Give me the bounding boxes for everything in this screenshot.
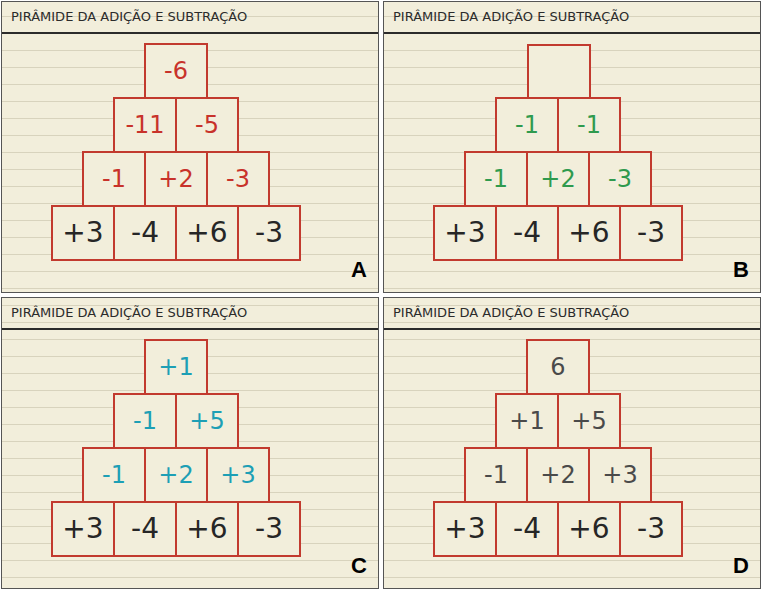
cell-number: +2 xyxy=(158,167,193,191)
panel-letter: D xyxy=(733,553,749,579)
cell-number: +5 xyxy=(571,409,606,433)
pyramid-cell: +6 xyxy=(175,205,239,261)
cell-number: -4 xyxy=(513,219,541,247)
pyramid-cell: +3 xyxy=(206,447,270,503)
pyramid-cell: -11 xyxy=(113,97,177,153)
cell-number: -3 xyxy=(608,167,632,191)
pyramid-cell: +5 xyxy=(557,393,621,449)
pyramid-cell: +2 xyxy=(144,151,208,207)
cell-number: -1 xyxy=(484,463,508,487)
cell-number: +2 xyxy=(158,463,193,487)
cell-number: -1 xyxy=(133,409,157,433)
cell-number: +2 xyxy=(540,167,575,191)
pyramid-cell: -4 xyxy=(113,501,177,557)
pyramid-cell: +6 xyxy=(557,205,621,261)
pyramid-cell: +6 xyxy=(557,501,621,557)
empty-cell xyxy=(528,45,590,99)
cell-number: +6 xyxy=(186,515,227,543)
pyramid-cell: +3 xyxy=(433,205,497,261)
cell-number: -1 xyxy=(515,113,539,137)
cell-number: -3 xyxy=(255,219,283,247)
pyramid-cell: -1 xyxy=(464,447,528,503)
cell-number: +3 xyxy=(220,463,255,487)
panel-title: PIRÂMIDE DA ADIÇÃO E SUBTRAÇÃO xyxy=(11,1,247,32)
pyramid-cell: -1 xyxy=(557,97,621,153)
pyramid-cell: -3 xyxy=(206,151,270,207)
pyramid-cell: -3 xyxy=(588,151,652,207)
cell-number: +1 xyxy=(158,355,193,379)
pyramid-cell: -1 xyxy=(495,97,559,153)
pyramid-cell: -4 xyxy=(495,501,559,557)
pyramid-cell: +3 xyxy=(51,205,115,261)
pyramid-panel: PIRÂMIDE DA ADIÇÃO E SUBTRAÇÃO D 6 +1 +5 -1 +2… xyxy=(383,297,761,589)
cell-number: +3 xyxy=(444,515,485,543)
cell-number: 6 xyxy=(550,355,565,379)
pyramid-cell: -6 xyxy=(144,43,208,99)
panel-letter: A xyxy=(351,257,367,283)
pyramid-cell: +2 xyxy=(526,151,590,207)
pyramid-cell: -3 xyxy=(619,501,683,557)
cell-number: +3 xyxy=(62,219,103,247)
cell-number: +2 xyxy=(540,463,575,487)
pyramid-cell: -3 xyxy=(237,501,301,557)
pyramid-cell: +2 xyxy=(144,447,208,503)
cell-number: -4 xyxy=(131,219,159,247)
cell-number: -1 xyxy=(102,167,126,191)
pyramid-cell: +3 xyxy=(433,501,497,557)
pyramid-cell: -5 xyxy=(175,97,239,153)
cell-number: -3 xyxy=(637,219,665,247)
pyramid-cell: +3 xyxy=(51,501,115,557)
cell-number: +6 xyxy=(568,515,609,543)
cell-number: +3 xyxy=(444,219,485,247)
cell-number: -6 xyxy=(164,59,188,83)
cell-number: +3 xyxy=(602,463,637,487)
title-rules xyxy=(2,33,760,329)
cell-number: +6 xyxy=(568,219,609,247)
pyramid-cell: +6 xyxy=(175,501,239,557)
pyramid-cell: +1 xyxy=(144,339,208,395)
cell-number: -11 xyxy=(125,113,164,137)
panel-letter: B xyxy=(733,257,749,283)
pyramid-cell: -3 xyxy=(237,205,301,261)
pyramid-cell: +5 xyxy=(175,393,239,449)
cell-number: -1 xyxy=(577,113,601,137)
cell-number: -4 xyxy=(131,515,159,543)
pyramid-cell: -4 xyxy=(113,205,177,261)
panel-title: PIRÂMIDE DA ADIÇÃO E SUBTRAÇÃO xyxy=(393,1,629,32)
cell-number: -3 xyxy=(637,515,665,543)
pyramid-cell: +2 xyxy=(526,447,590,503)
pyramid-cell: +3 xyxy=(588,447,652,503)
pyramid-cell: +1 xyxy=(495,393,559,449)
pyramid-cell: -4 xyxy=(495,205,559,261)
cell-number: -1 xyxy=(102,463,126,487)
pyramid-cell: -1 xyxy=(82,447,146,503)
cell-number: -5 xyxy=(195,113,219,137)
cell-number: +5 xyxy=(189,409,224,433)
pyramid-panel: PIRÂMIDE DA ADIÇÃO E SUBTRAÇÃO C +1 -1 +5 -1 +… xyxy=(1,297,379,589)
panel-letter: C xyxy=(351,553,367,579)
cell-number: -1 xyxy=(484,167,508,191)
cell-number: +3 xyxy=(62,515,103,543)
panel-title: PIRÂMIDE DA ADIÇÃO E SUBTRAÇÃO xyxy=(11,297,247,328)
pyramid-cell: -3 xyxy=(619,205,683,261)
cell-number: -3 xyxy=(226,167,250,191)
pyramid-cell: -1 xyxy=(82,151,146,207)
cell-number: +6 xyxy=(186,219,227,247)
panel-title: PIRÂMIDE DA ADIÇÃO E SUBTRAÇÃO xyxy=(393,297,629,328)
cell-number: -3 xyxy=(255,515,283,543)
pyramid-cell: 6 xyxy=(526,339,590,395)
cell-number: -4 xyxy=(513,515,541,543)
pyramid-cell: -1 xyxy=(464,151,528,207)
pyramid-panel: PIRÂMIDE DA ADIÇÃO E SUBTRAÇÃO A -6 -11 -5 -1… xyxy=(1,1,379,293)
pyramid-cell: -1 xyxy=(113,393,177,449)
pyramid-panel: PIRÂMIDE DA ADIÇÃO E SUBTRAÇÃO B -1 -1 -1 +2 -… xyxy=(383,1,761,293)
cell-number: +1 xyxy=(509,409,544,433)
